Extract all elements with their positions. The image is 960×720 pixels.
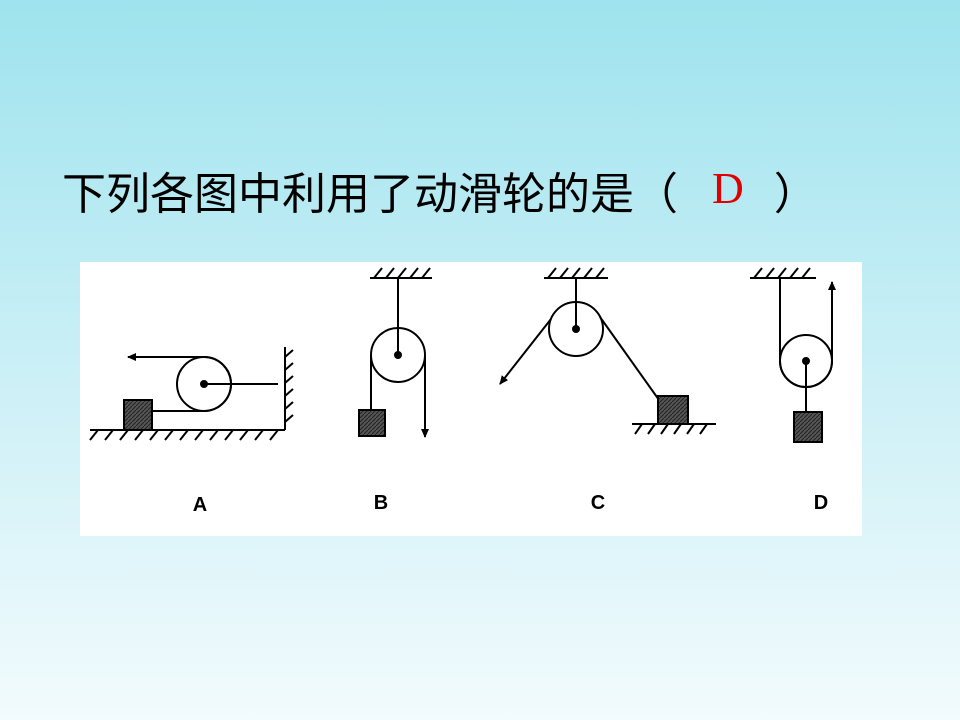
panel-c-load-rope (599, 316, 665, 408)
label-b: B (374, 492, 388, 514)
question-stem: 下列各图中利用了动滑轮的是（ (62, 169, 678, 220)
panel-c-ground-hatch (634, 423, 708, 435)
panel-d-ceiling-hatch (753, 267, 811, 279)
label-d: D (814, 492, 828, 514)
panel-a-ground-hatch (89, 429, 279, 441)
pulley-diagram: A B C D (80, 262, 862, 536)
label-c: C (591, 492, 605, 514)
panel-c-pulley (548, 301, 604, 357)
question-text: 下列各图中利用了动滑轮的是（ D ） (62, 158, 818, 222)
panel-d-block (793, 411, 823, 443)
panel-a (89, 347, 294, 441)
panel-c (499, 267, 716, 435)
panel-c-pull-rope (499, 318, 552, 385)
panel-d (750, 267, 836, 443)
close-paren: ） (773, 169, 818, 220)
pulley-diagram-svg: A B C D (89, 267, 836, 516)
panel-b-block (358, 409, 386, 437)
label-a: A (193, 494, 207, 516)
panel-c-block (657, 395, 689, 425)
panel-a-block (123, 399, 153, 431)
panel-a-rope (127, 353, 232, 412)
panel-c-ceiling-hatch (547, 267, 605, 279)
panel-b-axle (394, 351, 402, 359)
panel-b (358, 267, 432, 438)
panel-b-ceiling-hatch (373, 267, 431, 279)
answer-value: D (712, 164, 744, 213)
panel-a-wall-hatch (284, 349, 294, 423)
panel-c-axle (572, 325, 580, 333)
